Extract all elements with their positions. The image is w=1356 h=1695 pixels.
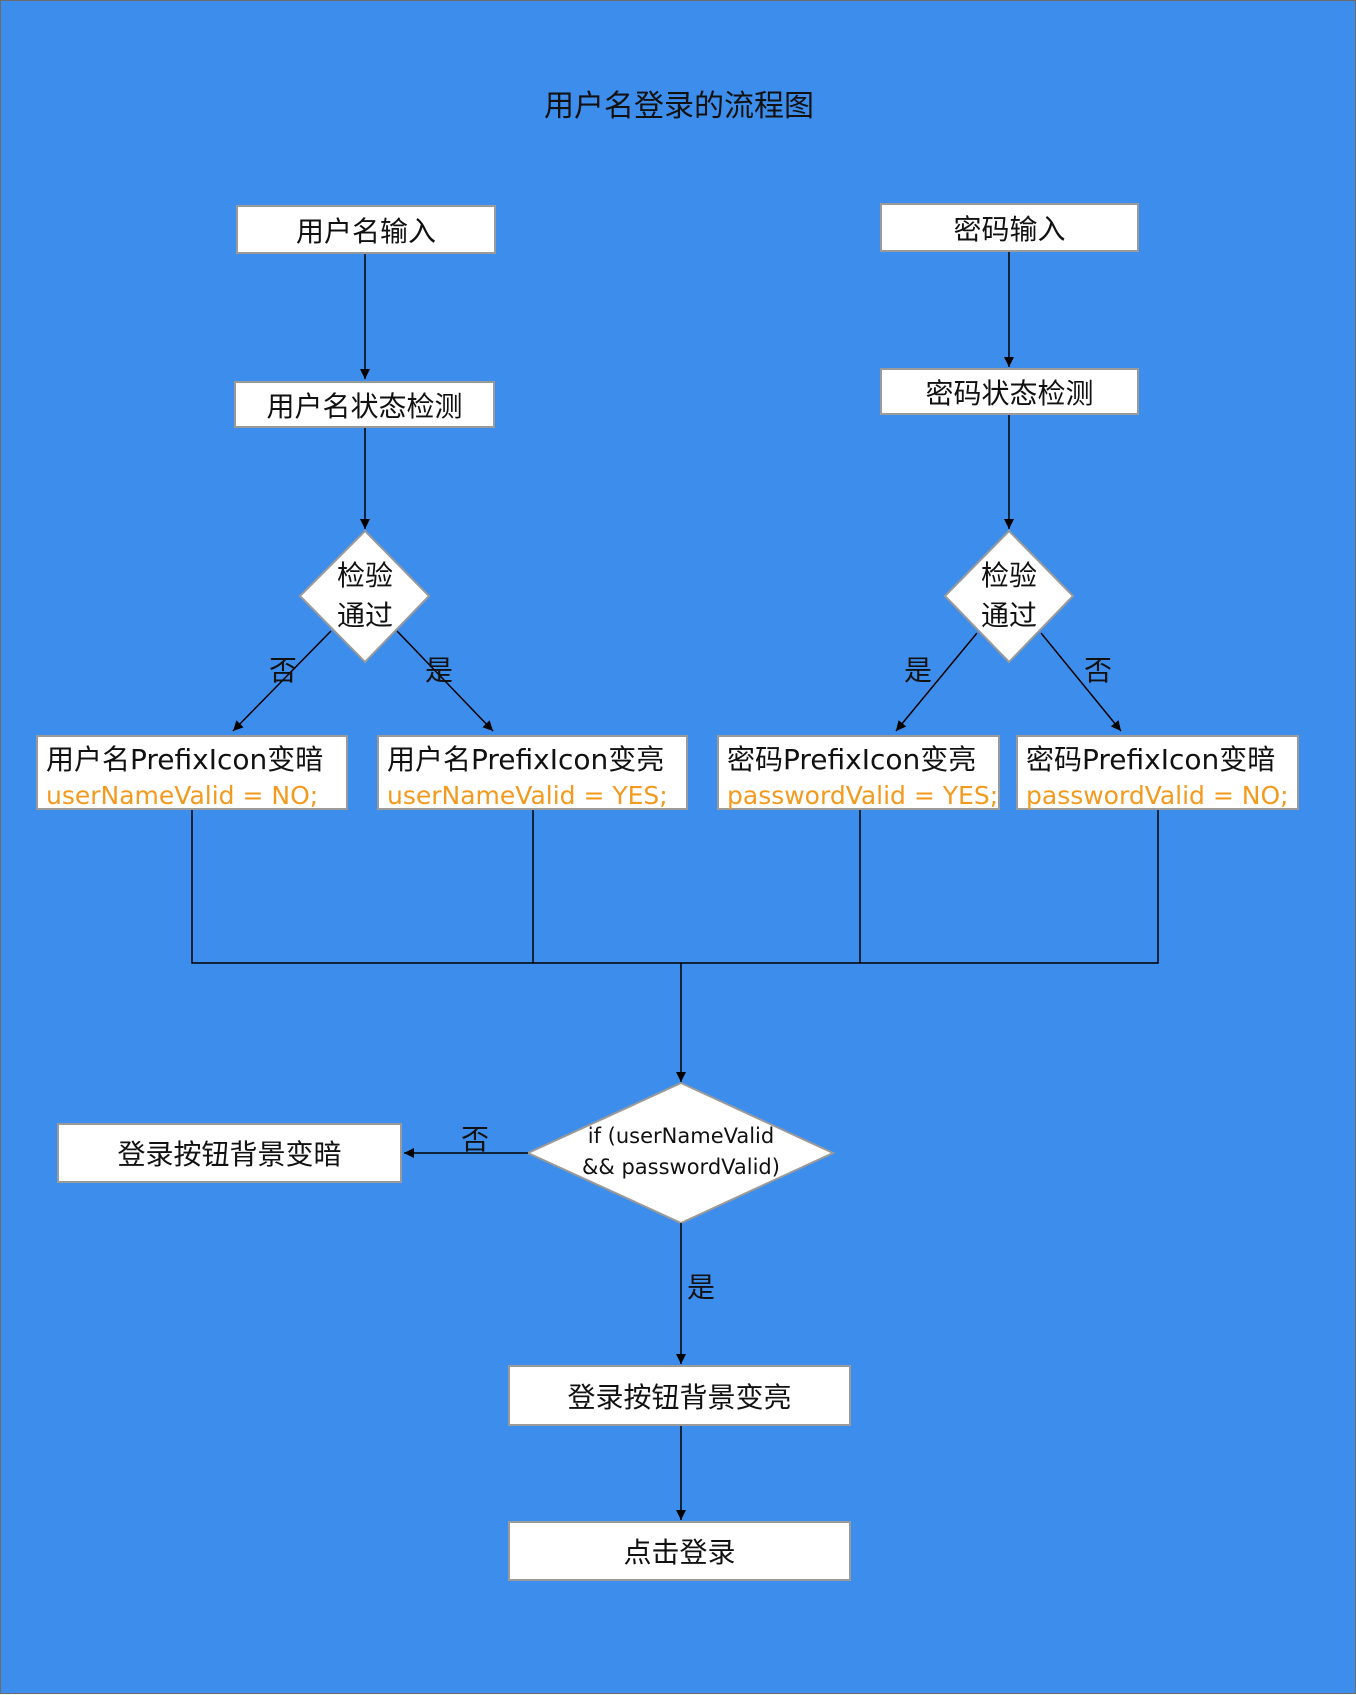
- username-yes-label: 是: [425, 654, 454, 687]
- password-dark-node: 密码PrefixIcon变暗 passwordValid = NO;: [1016, 735, 1299, 810]
- password-input-node: 密码输入: [880, 203, 1139, 252]
- button-dark-node: 登录按钮背景变暗: [57, 1123, 402, 1183]
- username-check-node: 用户名状态检测: [234, 381, 495, 428]
- final-decision-line-1: if (userNameValid: [587, 1124, 775, 1148]
- password-yes-label: 是: [904, 654, 933, 687]
- username-light-node: 用户名PrefixIcon变亮 userNameValid = YES;: [377, 735, 688, 810]
- username-dark-node: 用户名PrefixIcon变暗 userNameValid = NO;: [36, 735, 348, 810]
- password-dark-title: 密码PrefixIcon变暗: [1026, 743, 1276, 776]
- username-light-code: userNameValid = YES;: [387, 781, 668, 810]
- username-decision-label: 检验 通过: [315, 556, 415, 636]
- username-decision-line-1: 检验: [336, 559, 393, 592]
- click-login-node: 点击登录: [508, 1521, 851, 1581]
- username-decision-line-2: 通过: [336, 599, 393, 632]
- edge-username-decision-yes: [396, 630, 494, 732]
- password-decision-label: 检验 通过: [959, 556, 1059, 636]
- password-dark-code: passwordValid = NO;: [1026, 781, 1289, 810]
- password-no-label: 否: [1084, 654, 1113, 687]
- password-light-code: passwordValid = YES;: [727, 781, 999, 810]
- password-light-node: 密码PrefixIcon变亮 passwordValid = YES;: [717, 735, 1000, 810]
- edge-username-decision-no: [232, 630, 332, 732]
- username-dark-title: 用户名PrefixIcon变暗: [46, 743, 324, 776]
- username-no-label: 否: [269, 654, 298, 687]
- edge-merge-bus: [191, 810, 1159, 964]
- username-light-title: 用户名PrefixIcon变亮: [387, 743, 665, 776]
- edge-password-decision-no: [1040, 632, 1122, 732]
- password-decision-line-1: 检验: [980, 559, 1037, 592]
- password-check-node: 密码状态检测: [880, 368, 1139, 415]
- final-no-label: 否: [461, 1123, 490, 1156]
- password-light-title: 密码PrefixIcon变亮: [727, 743, 977, 776]
- final-yes-label: 是: [687, 1271, 716, 1304]
- button-light-node: 登录按钮背景变亮: [508, 1365, 851, 1426]
- password-decision-diamond: [943, 529, 1075, 664]
- edge-password-decision-yes: [895, 632, 978, 732]
- page-title: 用户名登录的流程图: [544, 89, 814, 124]
- username-decision-diamond: [298, 529, 431, 664]
- final-decision-line-2: && passwordValid): [582, 1155, 780, 1179]
- password-decision-line-2: 通过: [980, 599, 1037, 632]
- username-dark-code: userNameValid = NO;: [46, 781, 319, 810]
- username-input-node: 用户名输入: [236, 205, 496, 254]
- final-decision-label: if (userNameValid && passwordValid): [561, 1121, 801, 1183]
